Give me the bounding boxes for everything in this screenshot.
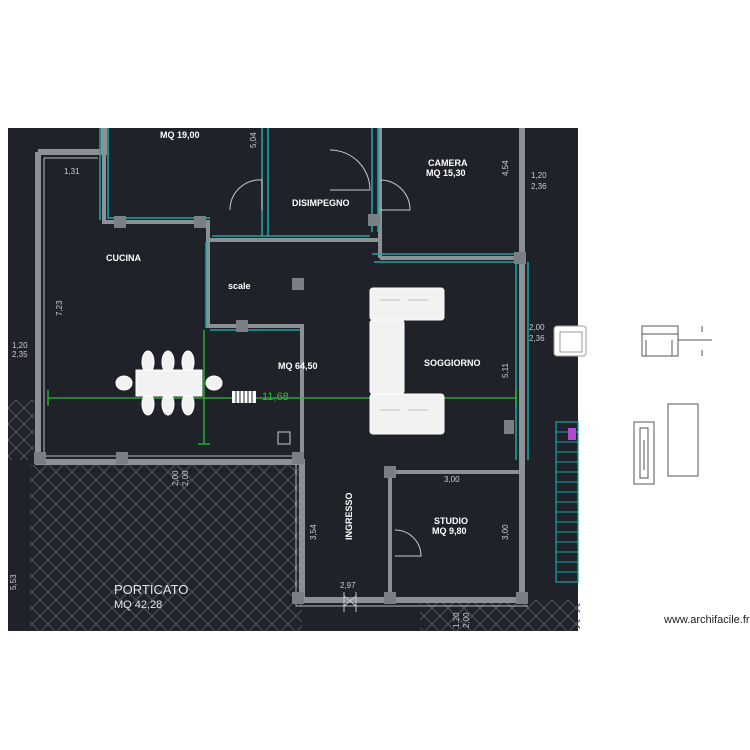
watermark: www.archifacile.fr xyxy=(664,614,750,626)
room-label-disimpegno: DISIMPEGNO xyxy=(292,198,350,208)
room-label-studio: STUDIO xyxy=(434,516,468,526)
door-arc-4 xyxy=(394,529,422,557)
room-label-ingresso: INGRESSO xyxy=(344,492,354,540)
dimension-label: 2,00 xyxy=(171,470,180,486)
room-label-soggiorno: SOGGIORNO xyxy=(424,358,481,368)
dimension-label: 3,00 xyxy=(501,524,510,540)
dimension-label: 4,54 xyxy=(501,160,510,176)
pillar xyxy=(368,214,380,226)
room-label-camera: CAMERA xyxy=(428,158,468,168)
dimension-label: 2,36 xyxy=(531,182,547,191)
dimension-label: 2,00 xyxy=(181,470,190,486)
pillar xyxy=(514,252,526,264)
window-symbol xyxy=(641,325,712,357)
dimension-line xyxy=(47,330,517,445)
dimension-label: 1,20 xyxy=(531,171,547,180)
dimension-label: 5,04 xyxy=(249,132,258,148)
room-area-porticato: MQ 42,28 xyxy=(114,599,162,611)
pillar xyxy=(236,320,248,332)
pillar xyxy=(292,592,304,604)
interior-walls xyxy=(102,128,522,600)
entry-door xyxy=(343,592,357,612)
dimension-label: 2,97 xyxy=(340,581,356,590)
pillar xyxy=(384,592,396,604)
dimension-label: 1,31 xyxy=(64,167,80,176)
dimension-label: 2,00 xyxy=(529,323,545,332)
door-arc-1 xyxy=(229,179,263,211)
dimension-label: 5,53 xyxy=(9,574,18,590)
armchair xyxy=(553,325,587,357)
dimension-label: 1,20 xyxy=(12,341,28,350)
room-label-cucina: CUCINA xyxy=(106,253,141,263)
pillar xyxy=(34,452,46,464)
dimension-label: 3,54 xyxy=(309,524,318,540)
pillar xyxy=(194,216,206,228)
dining-table xyxy=(115,350,223,416)
porticato-hatch xyxy=(30,465,302,631)
pillar xyxy=(114,216,126,228)
door-arc-3 xyxy=(379,179,411,211)
pillar xyxy=(292,278,304,290)
left-terrace-hatch xyxy=(8,400,34,460)
room-area-studio: MQ 9,80 xyxy=(432,526,467,536)
stairs xyxy=(555,421,579,583)
dimension-label: 1,20 xyxy=(452,612,461,628)
pillar xyxy=(292,452,304,464)
pillar xyxy=(504,420,514,434)
room-area-living: MQ 64,50 xyxy=(278,361,318,371)
room-area-top: MQ 19,00 xyxy=(160,130,200,140)
dimension-label: 7,23 xyxy=(55,300,64,316)
pillar xyxy=(277,431,291,445)
bottom-right-hatch xyxy=(420,600,580,631)
wardrobe-symbol xyxy=(633,403,699,485)
room-label-scale: scale xyxy=(228,281,251,291)
sofa xyxy=(369,287,445,435)
room-area-camera: MQ 15,30 xyxy=(426,168,466,178)
pillar xyxy=(384,466,396,478)
dimension-label: 5,11 xyxy=(501,362,510,378)
dimension-label: 3,00 xyxy=(444,475,460,484)
dimension-label-total: 11,68 xyxy=(262,391,289,403)
door-arc-2 xyxy=(329,149,371,191)
dimension-label: 2,36 xyxy=(529,334,545,343)
dimension-label: 2,00 xyxy=(462,612,471,628)
dimension-label: 2,35 xyxy=(12,350,28,359)
pillar xyxy=(516,592,528,604)
pillar xyxy=(116,452,128,464)
room-label-porticato: PORTICATO xyxy=(114,582,188,597)
